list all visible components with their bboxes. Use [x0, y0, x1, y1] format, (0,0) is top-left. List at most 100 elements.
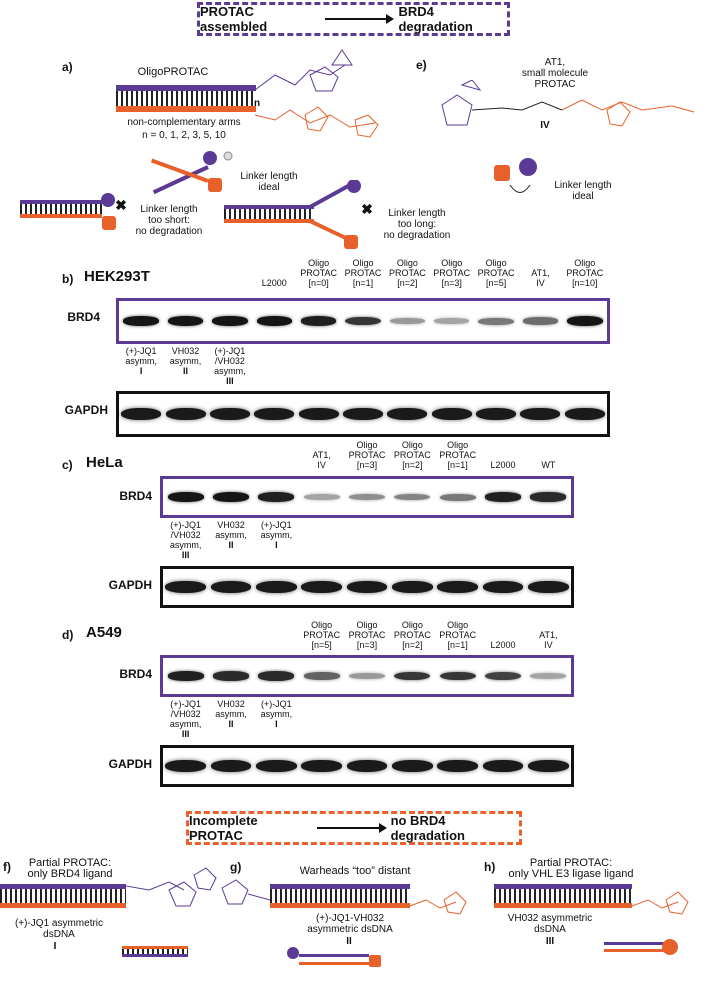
brd4-band: [300, 316, 337, 326]
lane-label: L2000: [261, 278, 287, 288]
control-sub-label-id: II: [183, 366, 189, 376]
brd4-band: [212, 316, 248, 326]
panel-g-proteins-icon: [287, 947, 381, 967]
lane-label: Oligo PROTAC [n=0]: [300, 258, 338, 288]
lane-label: Oligo PROTAC [n=3]: [348, 440, 386, 470]
brd4-band: [303, 494, 340, 500]
lane-label: AT1, IV: [312, 450, 331, 470]
gapdh-band: [437, 760, 479, 772]
gapdh-band: [301, 760, 343, 772]
brd4-band: [394, 671, 431, 681]
brd4-band: [439, 493, 476, 501]
cell-line-hela: HeLa: [86, 454, 123, 471]
oligoprotac-dsdna: [116, 85, 256, 115]
panel-f-id: I: [53, 941, 57, 952]
lane-label: Oligo PROTAC [n=3]: [348, 620, 386, 650]
gapdh-label: GAPDH: [64, 403, 108, 417]
brd4-band: [123, 316, 159, 326]
panel-h-dsdna: [494, 884, 632, 908]
panel-g-letter: g): [230, 860, 242, 874]
at1-title: AT1, small molecule PROTAC: [521, 57, 589, 90]
banner-right-text: BRD4 degradation: [398, 4, 473, 34]
gapdh-label: GAPDH: [108, 578, 152, 592]
control-sub-label: (+)-JQ1 asymm, I: [248, 520, 304, 550]
panel-h-desc: VH032 asymmetric dsDNA: [507, 913, 593, 935]
control-sub-label-text: (+)-JQ1 /VH032 asymm,: [214, 346, 246, 376]
control-sub-label: (+)-JQ1 /VH032 asymm, III: [158, 520, 214, 560]
gapdh-band: [255, 760, 297, 772]
gapdh-band: [298, 408, 339, 420]
long-arms-icon: [310, 180, 361, 249]
control-sub-label-text: (+)-JQ1 asymm,: [260, 699, 293, 719]
control-sub-label: (+)-JQ1 asymm, I: [113, 346, 169, 376]
brd4-label: BRD4: [119, 667, 152, 681]
banner-right-text: no BRD4 degradation: [390, 813, 465, 843]
lane-label: Oligo PROTAC [n=3]: [433, 258, 471, 288]
lane-label: Oligo PROTAC [n=10]: [566, 258, 604, 288]
vh032-ligand-structure: [409, 891, 467, 915]
panel-g-dsdna: [270, 884, 410, 908]
brd4-label: BRD4: [67, 310, 100, 324]
control-sub-label-text: (+)-JQ1 asymm,: [260, 520, 293, 540]
lane-label: Oligo PROTAC [n=1]: [439, 440, 477, 470]
control-sub-label-text: (+)-JQ1 /VH032 asymm,: [169, 520, 202, 550]
gapdh-band: [527, 760, 569, 772]
gapdh-band: [165, 408, 206, 420]
control-sub-label-id: II: [228, 540, 234, 550]
brd4-band: [348, 672, 386, 680]
brd4-band: [484, 492, 522, 502]
cross-icon: ✖: [115, 197, 127, 213]
cell-line-hek293t: HEK293T: [84, 268, 150, 285]
arrow-icon: [316, 823, 387, 833]
brd4-band: [348, 493, 386, 501]
control-sub-label-id: I: [275, 719, 278, 729]
lane-label: Oligo PROTAC [n=2]: [393, 620, 431, 650]
arrow-icon: [325, 14, 395, 24]
jq1-ligand-structure: [221, 879, 271, 905]
brd4-band: [530, 492, 567, 502]
banner-left-text: PROTAC assembled: [200, 4, 268, 34]
control-sub-label-id: II: [228, 719, 234, 729]
jq1-ligand-structure: [125, 867, 217, 907]
gapdh-band: [165, 581, 207, 593]
non-complementary-arms-label: non-complementary arms: [127, 117, 241, 128]
panel-h-letter: h): [484, 860, 496, 874]
gapdh-band: [564, 408, 605, 420]
panel-c-brd4-blot: [160, 476, 574, 518]
gapdh-band: [520, 408, 561, 420]
gapdh-band: [346, 760, 388, 772]
panel-f-desc: (+)-JQ1 asymmetric dsDNA: [14, 918, 104, 940]
gapdh-band: [255, 581, 297, 593]
gapdh-band: [165, 760, 207, 772]
lane-label: AT1, IV: [531, 268, 550, 288]
gapdh-band: [209, 408, 250, 420]
gapdh-band: [482, 581, 524, 593]
panel-a-ligands: [254, 49, 379, 138]
top-banner: PROTAC assembled BRD4 degradation: [197, 2, 510, 36]
panel-h-title: Partial PROTAC: only VHL E3 ligase ligan…: [508, 857, 634, 880]
control-sub-label-text: VH032 asymm,: [169, 346, 202, 366]
n-values-label: n = 0, 1, 2, 3, 5, 10: [142, 130, 226, 141]
control-sub-label: (+)-JQ1 /VH032 asymm, III: [202, 346, 258, 386]
panel-d-gapdh-blot: [160, 745, 574, 787]
brd4-band: [567, 316, 603, 326]
control-sub-label-text: VH032 asymm,: [215, 699, 247, 719]
control-sub-label: (+)-JQ1 /VH032 asymm, III: [158, 699, 214, 739]
panel-g-title: Warheads “too” distant: [299, 865, 411, 877]
control-sub-label-text: (+)-JQ1 asymm,: [125, 346, 157, 366]
at1-proteins-icon: [494, 158, 537, 193]
panel-f-letter: f): [3, 860, 11, 874]
ideal-proteins-icon: [203, 151, 233, 192]
control-sub-label-text: (+)-JQ1 /VH032 asymm,: [169, 699, 202, 729]
brd4-band: [484, 671, 522, 681]
gapdh-band: [346, 581, 388, 593]
compound-iv-label: IV: [540, 120, 550, 131]
brd4-band: [478, 317, 514, 325]
brd4-band: [394, 493, 431, 501]
panel-f-small-dsdna: [122, 946, 188, 957]
panel-g-desc: (+)-JQ1-VH032 asymmetric dsDNA: [307, 913, 393, 935]
cross-icon: ✖: [361, 201, 373, 217]
long-construct: [224, 205, 314, 227]
brd4-band: [256, 316, 292, 326]
gapdh-band: [121, 408, 162, 420]
